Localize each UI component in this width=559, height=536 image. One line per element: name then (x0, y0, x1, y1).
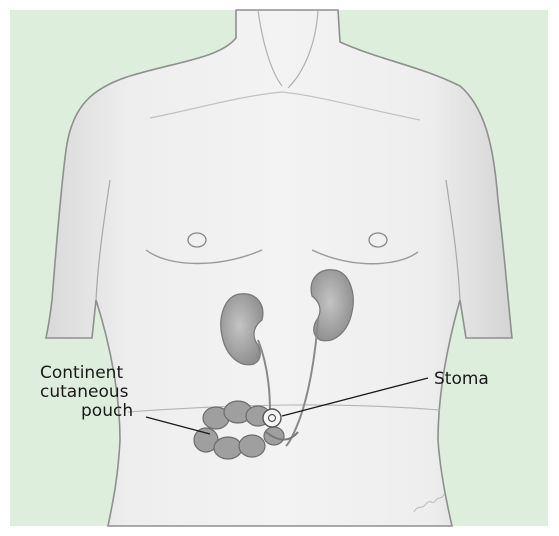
pouch-label-line2: cutaneous (40, 383, 133, 402)
stoma-outer (263, 409, 281, 427)
pouch-label-line3: pouch (40, 402, 133, 421)
stoma-label: Stoma (434, 370, 489, 389)
pouch-label-line1: Continent (40, 363, 123, 383)
pouch-label: Continent cutaneous pouch (40, 364, 133, 421)
